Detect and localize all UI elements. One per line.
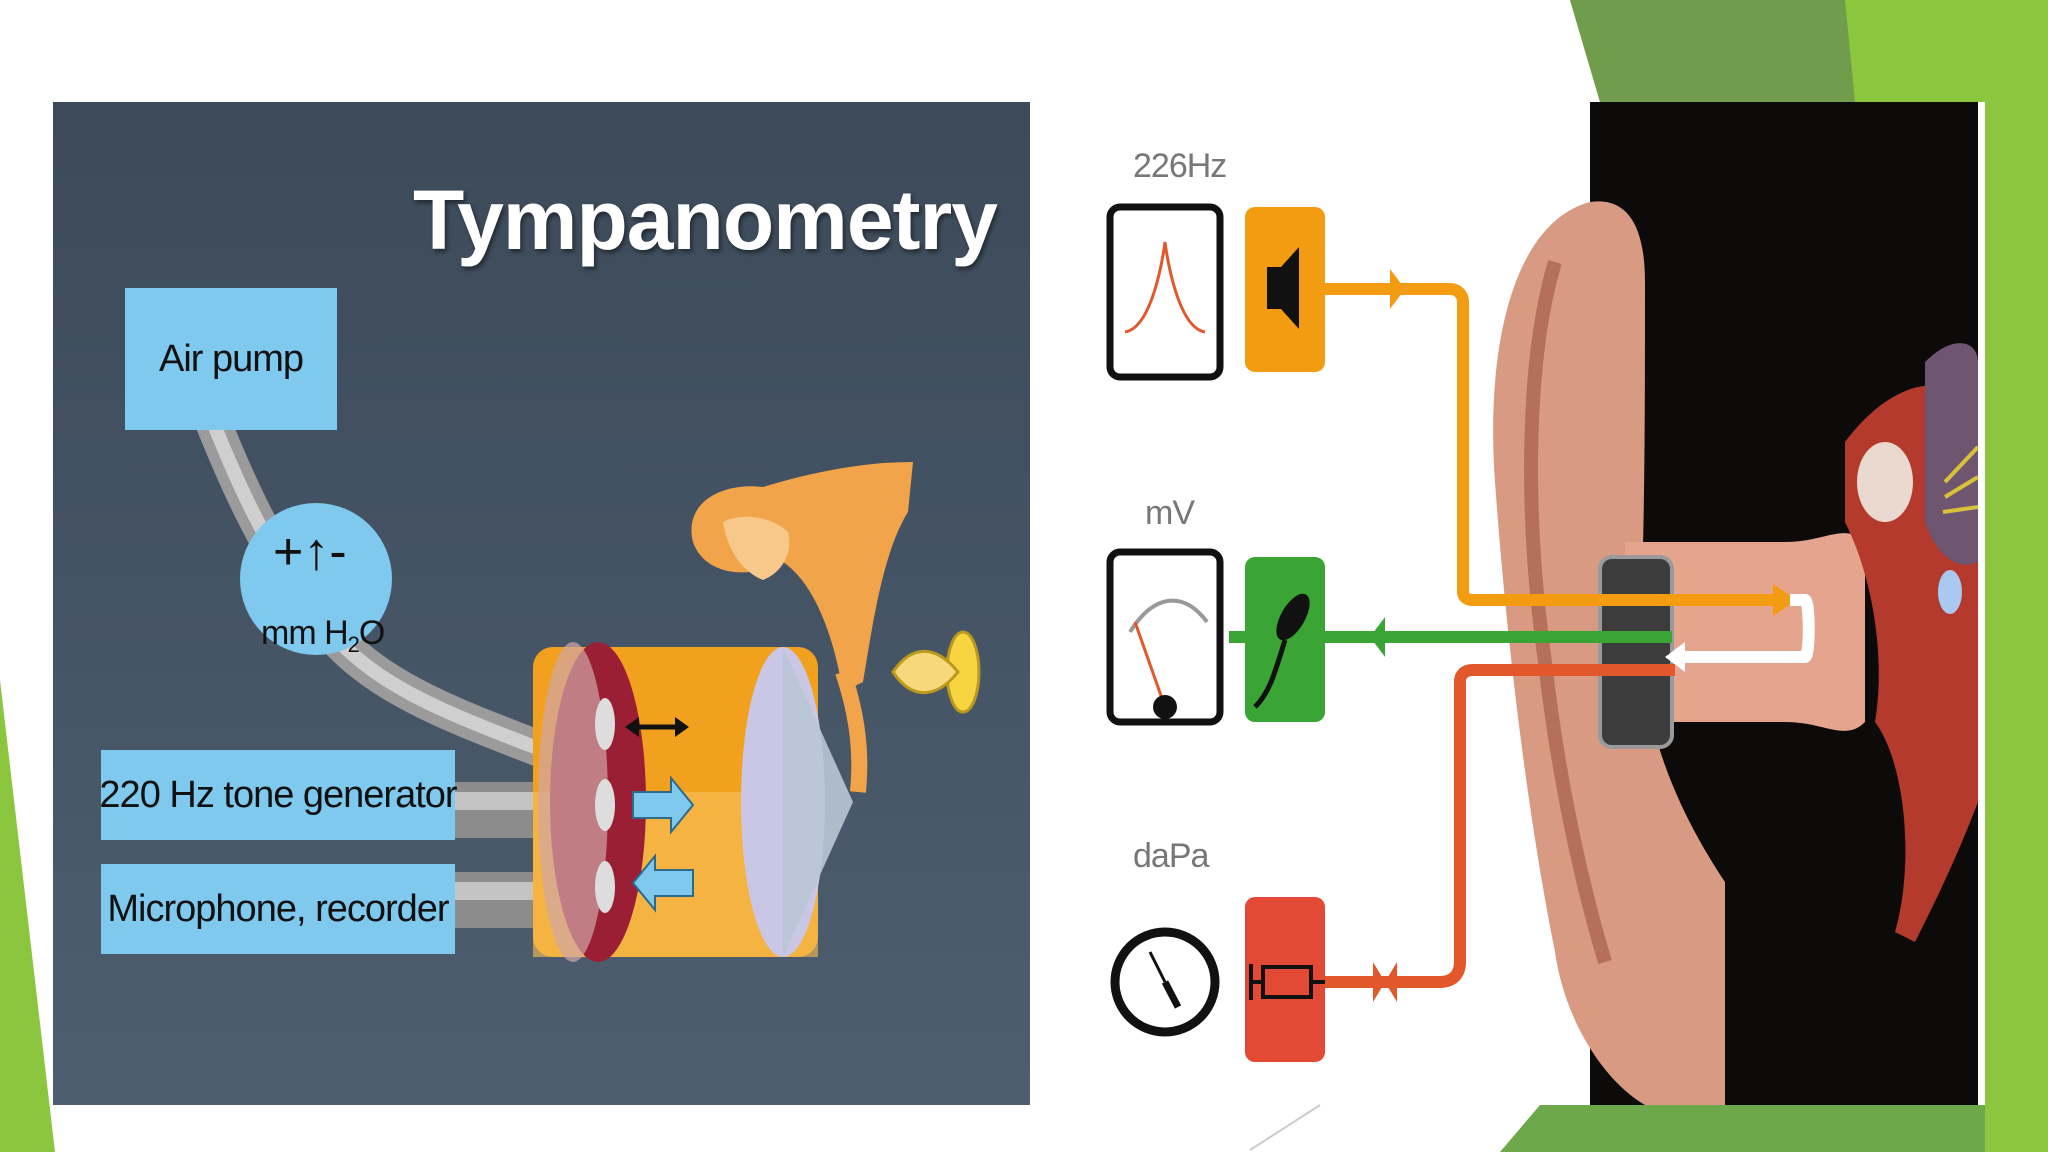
gauge-unit-sub: 2: [347, 631, 360, 657]
arrow-in: [631, 853, 694, 913]
pressure-label: daPa: [1133, 837, 1209, 875]
syringe-icon: [1249, 964, 1325, 1000]
deco-green-left: [0, 680, 55, 1152]
frequency-label: 226Hz: [1133, 147, 1227, 185]
ear-probe-diagram: 226Hz mV daPa: [1085, 102, 1978, 1105]
ear-canal: [1625, 533, 1865, 731]
syringe-box: [1245, 897, 1325, 1062]
microphone-icon: [1276, 593, 1310, 641]
deco-thin-line: [1249, 1104, 1321, 1151]
speaker-icon: [1267, 247, 1299, 329]
eardrum: [1938, 570, 1962, 614]
gauge-unit-text: mm H: [261, 614, 349, 652]
tone-generator-label: 220 Hz tone generator: [99, 750, 458, 840]
gauge-unit: mm H2O: [261, 614, 385, 658]
ear-illustration: [1106, 102, 1978, 1105]
deco-dark-green-top: [1570, 0, 1855, 102]
voltmeter-display: [1106, 548, 1224, 726]
tympanometry-diagram: Tympanometry Air pump +↑- mm H2O 220 Hz …: [53, 102, 1030, 1105]
pressure-gauge: [240, 503, 392, 655]
probe-plug: [1598, 555, 1674, 749]
microphone-label: Microphone, recorder: [101, 864, 455, 954]
frequency-display: [1106, 203, 1224, 381]
deco-green-top-right: [1570, 0, 2048, 1152]
tympanometry-illustration: [195, 404, 981, 962]
gauge-symbols: +↑-: [273, 523, 347, 581]
gauge-unit-tail: O: [358, 614, 385, 652]
eardrum-cone: [783, 647, 853, 957]
air-pump-label: Air pump: [125, 288, 337, 430]
arrow-out: [632, 775, 695, 835]
diagram-title: Tympanometry: [413, 173, 998, 267]
deco-green-bottom: [1500, 1105, 1985, 1152]
voltage-label: mV: [1145, 494, 1195, 532]
